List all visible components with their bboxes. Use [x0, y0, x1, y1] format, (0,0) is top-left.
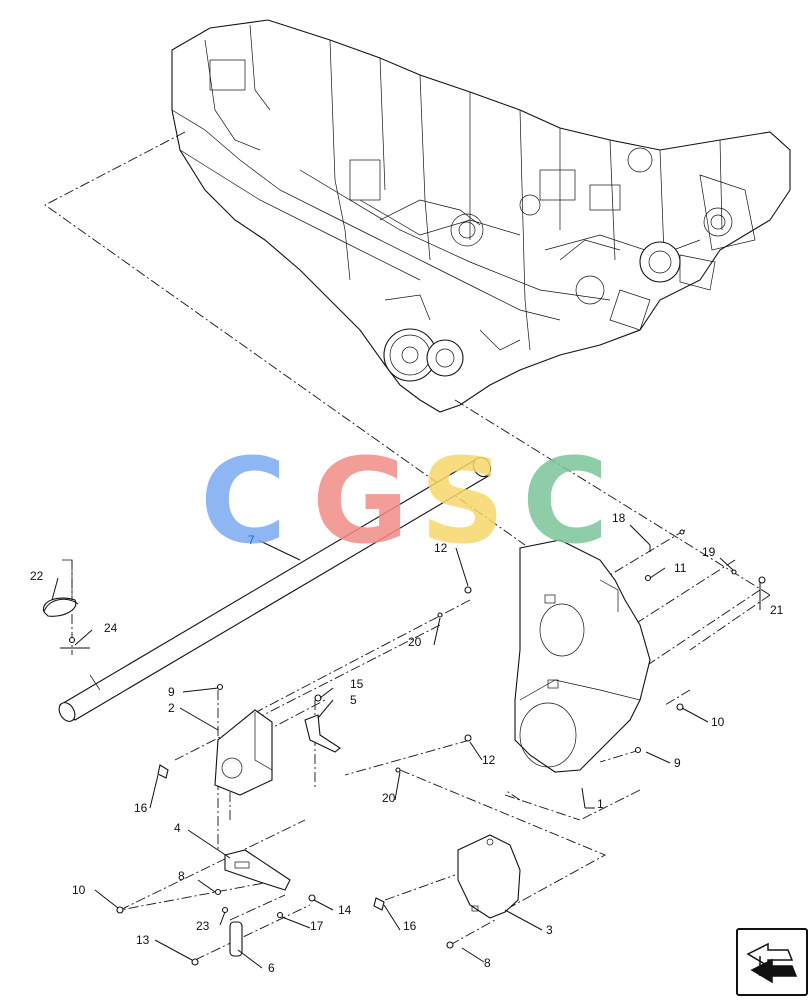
callout-10a: 10	[72, 883, 86, 897]
callout-2: 2	[168, 701, 175, 715]
clip-part-22	[43, 559, 79, 617]
bracket-part-4	[224, 849, 291, 891]
callout-24: 24	[104, 621, 118, 635]
callout-14: 14	[338, 903, 352, 917]
callout-7: 7	[248, 533, 255, 547]
callout-13: 13	[136, 933, 150, 947]
shield-plate-part-1	[514, 539, 651, 773]
shaft-part-7	[58, 456, 492, 722]
callout-8a: 8	[178, 869, 185, 883]
callout-12b: 12	[482, 753, 496, 767]
callout-19: 19	[702, 545, 716, 559]
callout-20b: 20	[382, 791, 396, 805]
watermark-letter-c1: C	[200, 432, 287, 570]
callout-9b: 9	[674, 756, 681, 770]
hardware-fasteners	[68, 529, 766, 966]
callout-20a: 20	[408, 635, 422, 649]
callout-23: 23	[196, 919, 210, 933]
cover-plate-part-3	[457, 834, 521, 919]
callout-4: 4	[174, 821, 181, 835]
callout-17: 17	[310, 919, 324, 933]
watermark-letter-g: G	[312, 432, 409, 570]
callout-9a: 9	[168, 685, 175, 699]
next-page-arrow-icon	[746, 942, 798, 984]
next-page-button[interactable]	[736, 928, 808, 996]
small-bracket-part-5	[304, 714, 341, 753]
assembly-lines	[44, 131, 771, 961]
callout-labels: 1 2 3 4 5 6 7 8 8 9 9 10 10 11 12 12 13 …	[30, 511, 784, 975]
watermark: C G S C	[200, 432, 609, 570]
callout-18: 18	[612, 511, 626, 525]
callout-22: 22	[30, 569, 44, 583]
callout-8b: 8	[484, 956, 491, 970]
callout-16a: 16	[134, 801, 148, 815]
plate-part-6	[229, 921, 243, 957]
callout-11: 11	[674, 561, 687, 575]
machine-frame-assembly	[171, 19, 791, 413]
watermark-letter-c2: C	[522, 432, 609, 570]
callout-3: 3	[546, 923, 553, 937]
bearing-cover-part-2	[214, 709, 273, 796]
callout-1: 1	[597, 797, 604, 811]
callout-15: 15	[350, 677, 364, 691]
callout-5: 5	[350, 693, 357, 707]
callout-16b: 16	[403, 919, 417, 933]
callout-10b: 10	[711, 715, 725, 729]
callout-6: 6	[268, 961, 275, 975]
callout-12a: 12	[434, 541, 448, 555]
callout-21: 21	[770, 603, 784, 617]
leader-lines	[51, 524, 761, 969]
watermark-letter-s: S	[420, 432, 505, 570]
